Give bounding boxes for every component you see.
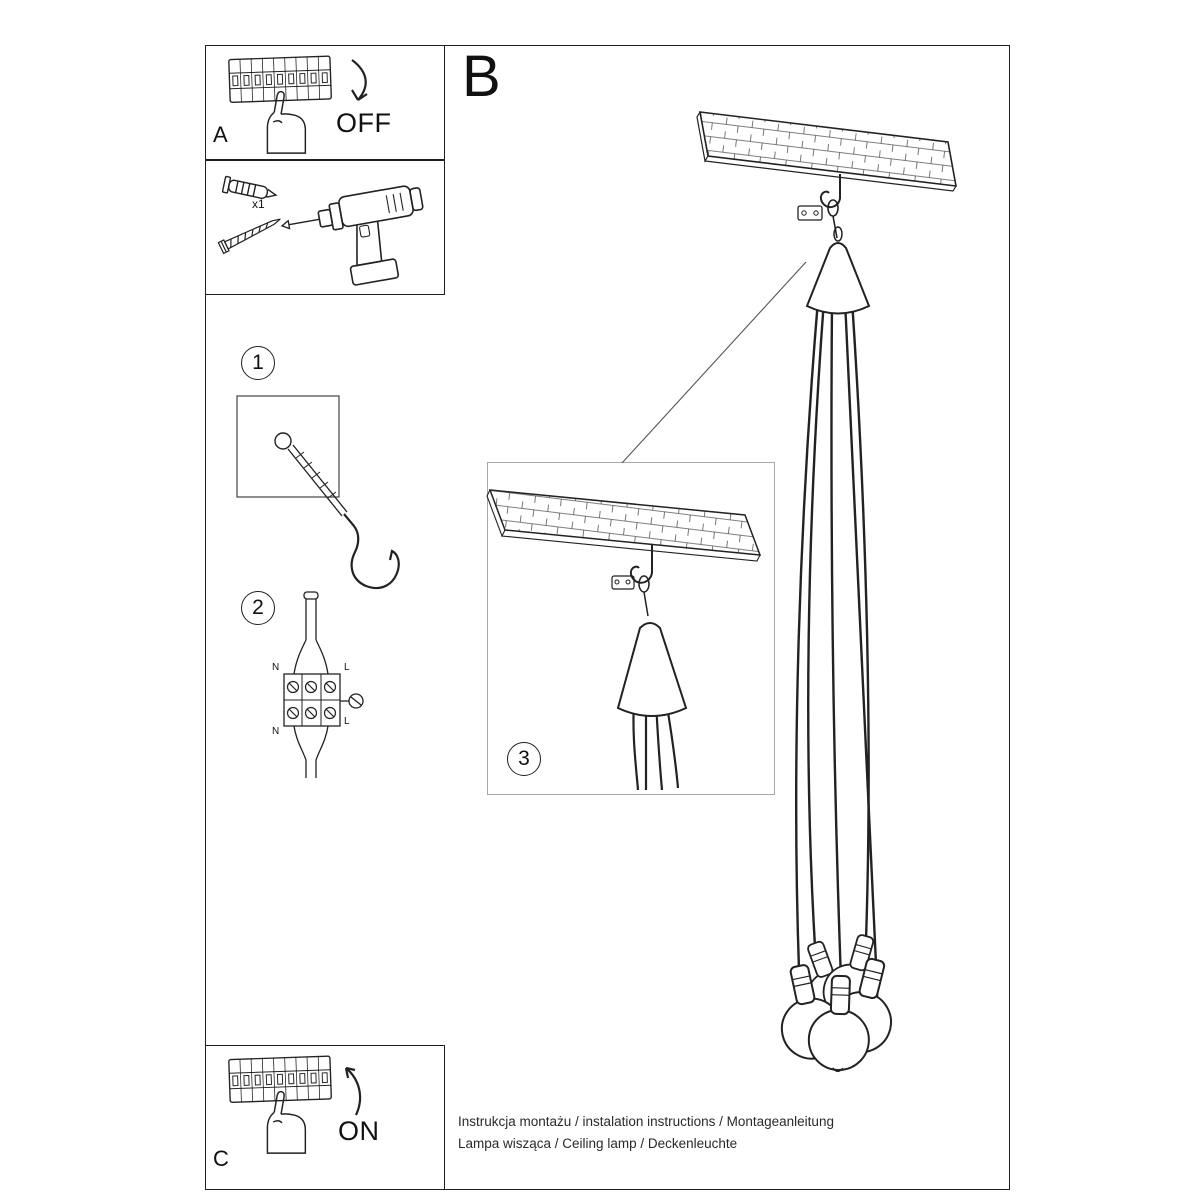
panel-c-label: C <box>213 1146 229 1171</box>
screw-drawing <box>217 218 281 255</box>
inset-pointer-line <box>621 261 807 464</box>
panel-b-label: B <box>462 44 501 109</box>
wire-l-bottom-label: L <box>344 716 350 727</box>
panel-c-box <box>205 1045 445 1190</box>
wall-plug-drawing <box>221 175 278 199</box>
ceiling-hook-drawing <box>797 174 842 239</box>
panel-a-label: A <box>213 122 228 147</box>
wiring-diagram <box>283 591 364 778</box>
step-3-badge: 3 <box>507 742 541 776</box>
wire-n-bottom-label: N <box>272 726 280 737</box>
inset-canopy-drawing <box>616 622 688 717</box>
tools-box <box>205 160 445 295</box>
breaker-panel-on-drawing <box>228 1055 362 1154</box>
step-1-badge: 1 <box>241 346 275 380</box>
canopy-drawing <box>805 226 871 315</box>
inset-ceiling-panel-drawing <box>486 489 762 562</box>
ceiling-panel-drawing <box>696 111 957 192</box>
wire-l-top-label: L <box>344 662 350 673</box>
sheet-border <box>205 45 1010 1190</box>
drill-drawing <box>280 185 424 286</box>
switch-off-arrow-icon <box>351 59 368 101</box>
off-label: OFF <box>336 108 392 138</box>
switch-on-arrow-icon <box>344 1066 362 1116</box>
pendant-cords-drawing <box>794 299 878 981</box>
anchor-qty-label: x1 <box>252 197 265 211</box>
footer-instructions-line: Instrukcja montażu / instalation instruc… <box>458 1114 834 1129</box>
hook-installation-drawing <box>236 395 400 590</box>
footer-product-line: Lampa wisząca / Ceiling lamp / Deckenleu… <box>458 1136 738 1151</box>
breaker-panel-off-drawing <box>228 55 368 154</box>
wire-n-top-label: N <box>272 662 280 673</box>
panel-a-box <box>205 45 445 160</box>
step-2-badge: 2 <box>241 591 275 625</box>
bulb-drawing <box>768 927 907 1074</box>
detail-inset-box <box>487 462 775 795</box>
on-label: ON <box>338 1116 380 1146</box>
inset-hook-drawing <box>611 544 653 617</box>
